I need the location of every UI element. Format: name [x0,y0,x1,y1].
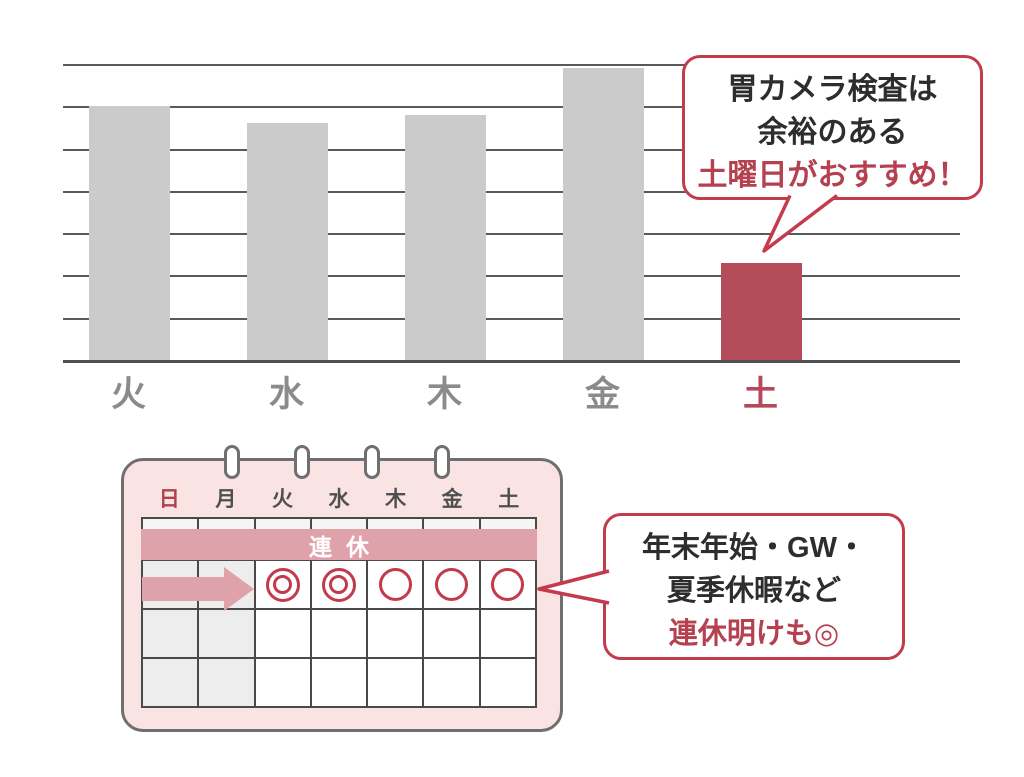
arrow-right-shape [142,567,254,611]
x-label-火: 火 [110,375,147,414]
bubble-text-line-1: 胃カメラ検査は [727,73,938,106]
bubble-text-line-2: 余裕のある [757,116,908,149]
bar-木 [404,114,486,360]
calendar-day-header-木: 木 [385,488,407,511]
bubble-text-line-3: 土曜日がおすすめ！ [697,159,968,192]
calendar-cell [368,561,423,608]
calendar-cell [480,561,535,608]
calendar-day-header-日: 日 [158,488,180,511]
calendar-cell [424,610,479,657]
x-label-土: 土 [742,375,779,414]
calendar-cell [368,610,423,657]
holiday-banner: 連休 [141,529,537,560]
binder-ring-icon [364,445,380,479]
bubble-tail-top [762,194,839,253]
double-circle-mark [321,567,356,602]
circle-mark [491,568,525,601]
x-label-木: 木 [426,375,463,414]
calendar-cell [199,610,254,657]
bar-金 [562,68,644,360]
calendar-cell [143,659,198,706]
calendar-day-header-水: 水 [328,488,350,511]
bubble-text-line-3: 連休明けも◎ [668,618,840,650]
chart-gridline [63,64,960,66]
chart-gridline [63,317,960,320]
calendar-cell [480,610,535,657]
chart-gridline [63,275,960,278]
speech-bubble-after-holidays: 年末年始・GW・ 夏季休暇など 連休明けも◎ [603,513,905,660]
calendar-day-header-金: 金 [441,488,463,511]
chart-gridline [63,190,960,193]
circle-mark [378,568,412,601]
calendar-cell [368,659,423,706]
bar-火 [88,106,170,360]
binder-ring-icon [224,445,240,479]
bubble-text-line-1: 年末年始・GW・ [642,532,866,564]
bubble-text-line-2: 夏季休暇など [666,575,841,607]
x-label-水: 水 [268,375,305,414]
x-label-金: 金 [584,375,621,414]
calendar-cell [480,659,535,706]
calendar-cell [424,659,479,706]
speech-bubble-saturday-recommendation: 胃カメラ検査は 余裕のある 土曜日がおすすめ！ [682,55,983,200]
binder-ring-icon [294,445,310,479]
circle-mark [435,568,469,601]
double-circle-mark [265,567,300,602]
holiday-banner-label: 連休 [309,533,383,560]
bar-水 [246,123,328,360]
calendar-cell [199,659,254,706]
calendar-cell [143,610,198,657]
calendar-cell [311,659,367,706]
calendar-cell [424,561,479,608]
calendar-day-header-月: 月 [215,488,237,511]
calendar-cell [255,610,310,657]
double-circle-mark-inner [273,575,293,594]
calendar-cell [255,561,310,608]
calendar-day-header-土: 土 [498,488,520,511]
calendar-day-header-row: 日月火水木金土 [141,487,537,513]
binder-ring-icon [434,445,450,479]
chart-baseline [63,360,960,363]
calendar-cell [311,561,367,608]
calendar-cell [311,610,367,657]
chart-gridline [63,148,960,151]
chart-gridline [63,106,960,109]
double-circle-mark-inner [329,575,349,594]
bar-土 [720,262,802,360]
chart-gridline [63,233,960,236]
arrow-right-icon [142,567,254,611]
calendar-cell [255,659,310,706]
calendar-day-header-火: 火 [271,488,293,511]
